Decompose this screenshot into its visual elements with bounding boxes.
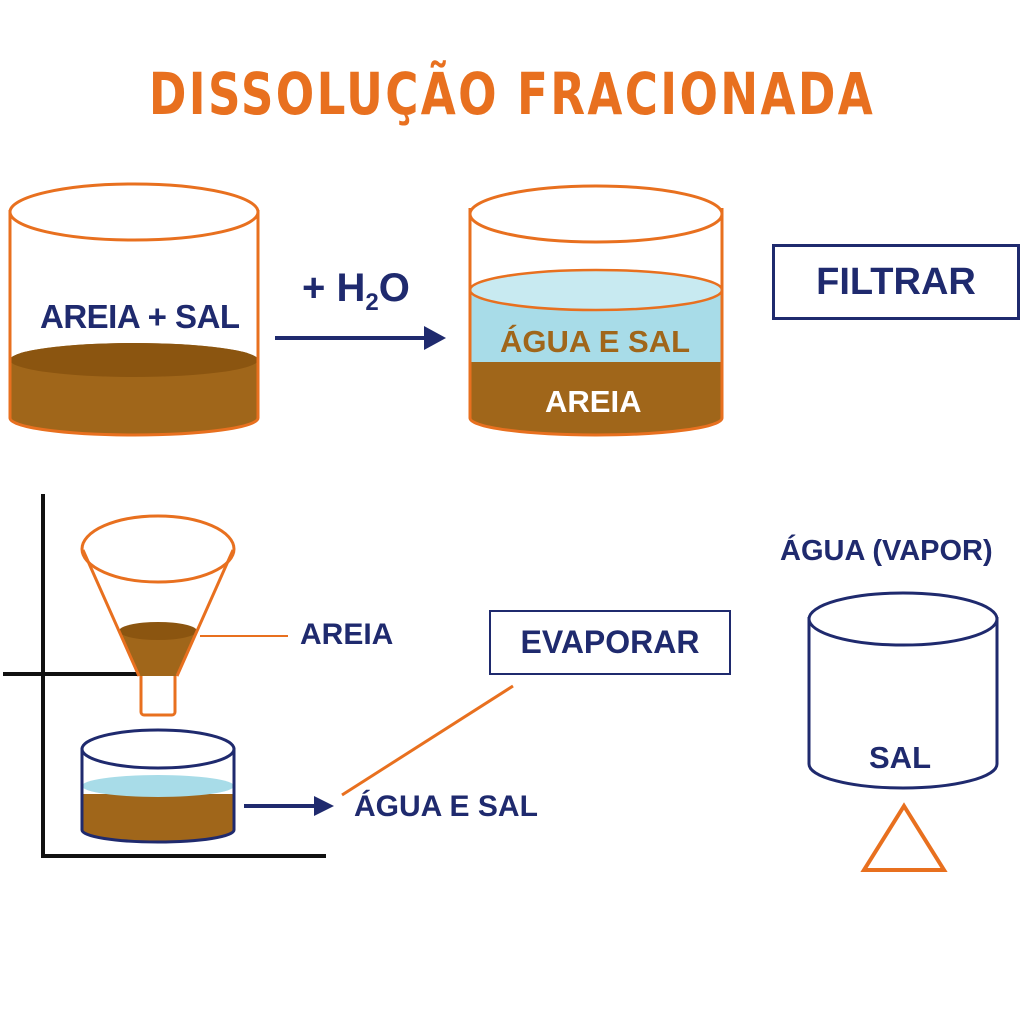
funnel-stem <box>139 676 177 717</box>
beaker2-outline <box>468 208 724 437</box>
arrow-filtrate <box>244 796 334 816</box>
beaker1-label: AREIA + SAL <box>40 298 240 335</box>
vapor-label: ÁGUA (VAPOR) <box>780 535 993 567</box>
filtrate-outline <box>80 748 236 844</box>
beaker1-outline <box>8 210 260 437</box>
step-evaporate-box: EVAPORAR <box>489 610 731 675</box>
beaker2-water-layer <box>470 290 722 365</box>
heat-triangle <box>860 802 948 872</box>
beaker2-rim <box>468 184 724 244</box>
reagent-subscript: 2 <box>365 289 379 316</box>
funnel-body <box>81 549 235 677</box>
beaker-filtrate <box>80 728 236 844</box>
step-evaporate-label: EVAPORAR <box>520 624 700 660</box>
beaker2-water-surface <box>468 268 724 312</box>
filtrate-water-surface <box>82 775 234 797</box>
filter-stand <box>3 494 326 858</box>
filtrate-label: ÁGUA E SAL <box>354 790 538 823</box>
beaker2-top-layer-label: ÁGUA E SAL <box>500 324 691 359</box>
arrow-add-water <box>275 326 446 350</box>
evaporate-connector <box>341 684 514 797</box>
salt-residue-label: SAL <box>869 740 931 775</box>
funnel <box>80 514 288 717</box>
beaker1-rim <box>8 182 260 242</box>
funnel-sand <box>120 632 197 676</box>
beaker-sand-salt <box>8 182 260 437</box>
reagent-suffix: O <box>378 266 410 310</box>
dish-outline <box>807 617 999 790</box>
funnel-sand-surface <box>119 622 197 640</box>
dish-rim <box>807 591 999 647</box>
reagent-label: + H2O <box>302 266 410 317</box>
reagent-prefix: + H <box>302 266 366 310</box>
funnel-residue-label: AREIA <box>300 618 394 651</box>
step-filter-label: FILTRAR <box>816 260 976 303</box>
diagram-title: DISSOLUÇÃO FRACIONADA <box>148 60 876 128</box>
filtrate-sand <box>82 794 234 842</box>
funnel-rim <box>80 514 236 584</box>
beaker1-sediment-surface <box>10 343 258 377</box>
evaporation-dish <box>807 591 999 790</box>
filtrate-rim <box>80 728 236 770</box>
beaker-water-salt-sand <box>468 184 724 437</box>
beaker2-bottom-layer-label: AREIA <box>545 384 642 419</box>
beaker2-sand-layer <box>470 362 722 435</box>
step-filter-box: FILTRAR <box>772 244 1020 320</box>
